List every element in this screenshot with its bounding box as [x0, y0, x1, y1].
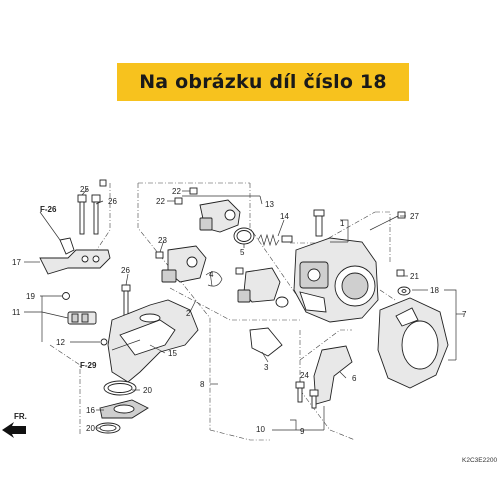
- part-3-gasket: [249, 327, 283, 357]
- ref-f29: F-29: [80, 361, 97, 370]
- part-24-bolts: [295, 381, 319, 409]
- callout-22-b: 22: [156, 197, 165, 206]
- callout-4: 4: [209, 270, 214, 279]
- callout-22-a: 22: [172, 187, 181, 196]
- callout-13: 13: [265, 200, 274, 209]
- part-4-clip: [205, 271, 223, 287]
- callout-14: 14: [280, 212, 289, 221]
- callout-26-a: 26: [108, 197, 117, 206]
- callout-16: 16: [86, 406, 95, 415]
- callout-23: 23: [158, 236, 167, 245]
- callout-20-b: 20: [86, 424, 95, 433]
- front-direction-label: FR.: [14, 412, 27, 421]
- callout-25: 25: [80, 185, 89, 194]
- part-23-sensor: [155, 245, 207, 283]
- part-13-sensor: [199, 199, 241, 233]
- callout-18: 18: [430, 286, 439, 295]
- callout-10: 10: [256, 425, 265, 434]
- callout-20-a: 20: [143, 386, 152, 395]
- throttle-body: [293, 237, 379, 323]
- callout-26-b: 26: [121, 266, 130, 275]
- callout-2: 2: [186, 309, 191, 318]
- callout-21: 21: [410, 272, 419, 281]
- diagram-code: K2C3E2200: [462, 457, 497, 464]
- part-20-gaskets: [95, 380, 137, 434]
- leader-lines: [24, 187, 464, 431]
- callout-9: 9: [300, 427, 305, 436]
- banner-text: Na obrázku díl číslo 18: [139, 71, 387, 93]
- callout-5: 5: [240, 248, 245, 257]
- part-number-banner: Na obrázku díl číslo 18: [117, 63, 409, 101]
- callout-17: 17: [12, 258, 21, 267]
- part-6-bracket: [313, 345, 353, 405]
- part-27-bolt: [369, 211, 406, 231]
- part-7-cover: [377, 297, 449, 389]
- callout-1: 1: [340, 219, 345, 228]
- part-11-injector: [62, 292, 108, 346]
- callout-3: 3: [264, 363, 269, 372]
- part-5-oring: [233, 227, 255, 245]
- part-sensor-lower: [235, 267, 289, 308]
- callout-19: 19: [26, 292, 35, 301]
- callout-24: 24: [300, 371, 309, 380]
- callout-6: 6: [352, 374, 357, 383]
- part-16-insulator: [99, 399, 149, 419]
- callout-15: 15: [168, 349, 177, 358]
- part-17-bracket: [39, 237, 111, 275]
- callout-7: 7: [462, 310, 467, 319]
- callout-8: 8: [200, 380, 205, 389]
- part-1-idle-screw: [313, 209, 325, 237]
- part-15-intake-manifold: [107, 299, 199, 383]
- callout-27: 27: [410, 212, 419, 221]
- callout-11: 11: [12, 308, 21, 317]
- callout-12: 12: [56, 338, 65, 347]
- part-25-26-bolts: [77, 194, 101, 235]
- part-18-21-screw-washer: [396, 269, 411, 296]
- callout-labels: 1 2 3 4 5 6 7 8 9 10 11 12 13 14 15 16 1…: [12, 185, 467, 436]
- ref-f26: F-26: [40, 205, 57, 214]
- part-14-spring: [257, 233, 293, 247]
- front-direction-arrow: FR.: [2, 412, 27, 438]
- part-26-bolt-b: [99, 179, 107, 187]
